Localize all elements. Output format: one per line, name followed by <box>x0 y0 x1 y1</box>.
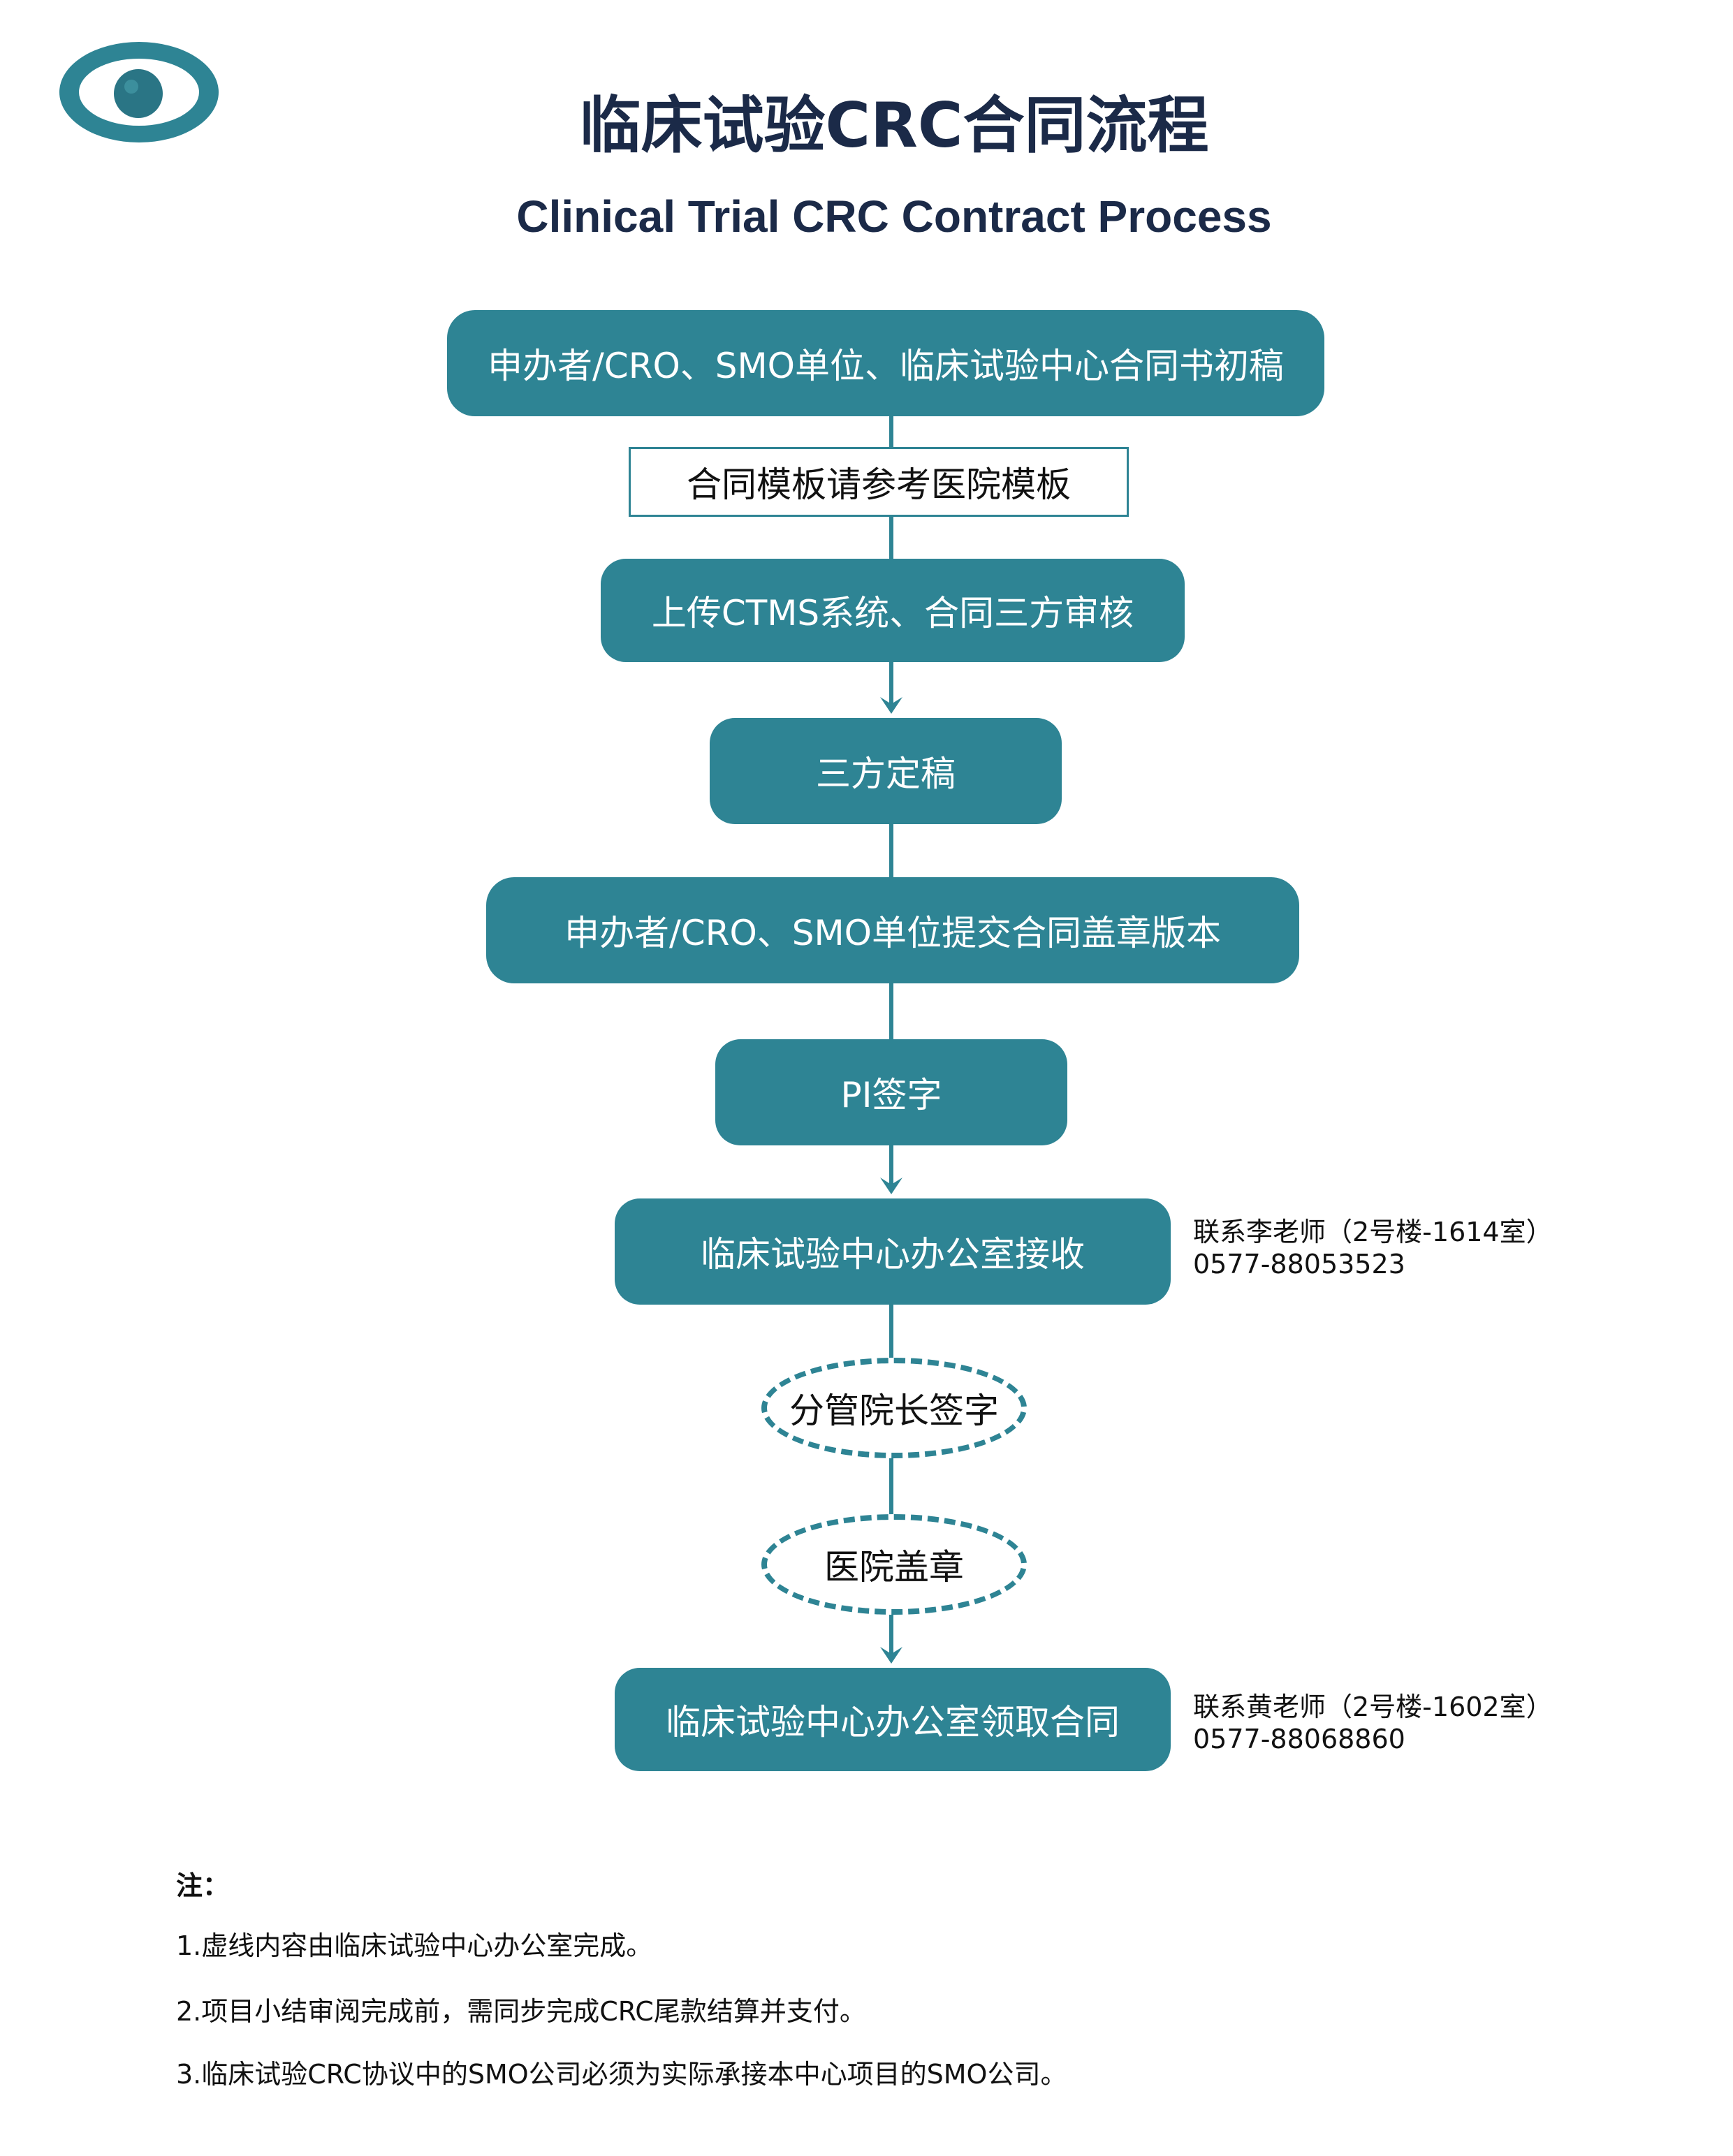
step-label: 申办者/CRO、SMO单位提交合同盖章版本 <box>564 913 1222 953</box>
logo-brush-gap-bottom <box>142 117 214 148</box>
notes-heading: 注： <box>176 1870 230 1901</box>
note-item: 3.临床试验CRC协议中的SMO公司必须为实际承接本中心项目的SMO公司。 <box>176 2059 1067 2090</box>
arrow-head-icon <box>880 1178 902 1194</box>
step-label: 分管院长签字 <box>789 1391 999 1431</box>
step-label: 临床试验中心办公室接收 <box>701 1234 1085 1275</box>
arrow-head-icon <box>880 1647 902 1664</box>
logo-pupil-highlight <box>124 80 138 94</box>
step-office-pickup: 临床试验中心办公室领取合同 <box>615 1668 1171 1771</box>
contact-receive-phone: 0577-88053523 <box>1193 1249 1405 1279</box>
step-finalize: 三方定稿 <box>710 718 1062 824</box>
page-subtitle: Clinical Trial CRC Contract Process <box>516 191 1272 242</box>
step-pi-sign: PI签字 <box>715 1039 1067 1145</box>
step-label: PI签字 <box>840 1075 942 1115</box>
template-note: 合同模板请参考医院模板 <box>629 447 1129 517</box>
step-vp-sign: 分管院长签字 <box>761 1358 1027 1458</box>
note-item: 2.项目小结审阅完成前，需同步完成CRC尾款结算并支付。 <box>176 1996 866 2027</box>
step-label: 上传CTMS系统、合同三方审核 <box>651 593 1134 633</box>
logo-brush-gap-top <box>64 36 136 68</box>
template-note-label: 合同模板请参考医院模板 <box>687 464 1071 505</box>
contact-receive-name: 联系李老师（2号楼-1614室） <box>1193 1217 1553 1247</box>
step-submit-sealed: 申办者/CRO、SMO单位提交合同盖章版本 <box>486 877 1299 983</box>
page-title: 临床试验CRC合同流程 <box>579 89 1209 161</box>
step-label: 临床试验中心办公室领取合同 <box>666 1702 1120 1743</box>
step-hospital-seal: 医院盖章 <box>761 1514 1027 1615</box>
step-upload-review: 上传CTMS系统、合同三方审核 <box>601 559 1185 662</box>
logo-pupil <box>114 69 163 118</box>
note-item: 1.虚线内容由临床试验中心办公室完成。 <box>176 1930 653 1961</box>
step-office-receive: 临床试验中心办公室接收 <box>615 1198 1171 1305</box>
step-label: 医院盖章 <box>824 1547 964 1587</box>
contact-pickup-phone: 0577-88068860 <box>1193 1724 1405 1754</box>
step-label: 申办者/CRO、SMO单位、临床试验中心合同书初稿 <box>487 346 1285 386</box>
hospital-logo <box>59 36 219 148</box>
arrow-head-icon <box>880 697 902 714</box>
step-contract-draft: 申办者/CRO、SMO单位、临床试验中心合同书初稿 <box>447 310 1324 416</box>
step-label: 三方定稿 <box>816 754 956 794</box>
contact-pickup-name: 联系黄老师（2号楼-1602室） <box>1193 1692 1553 1722</box>
